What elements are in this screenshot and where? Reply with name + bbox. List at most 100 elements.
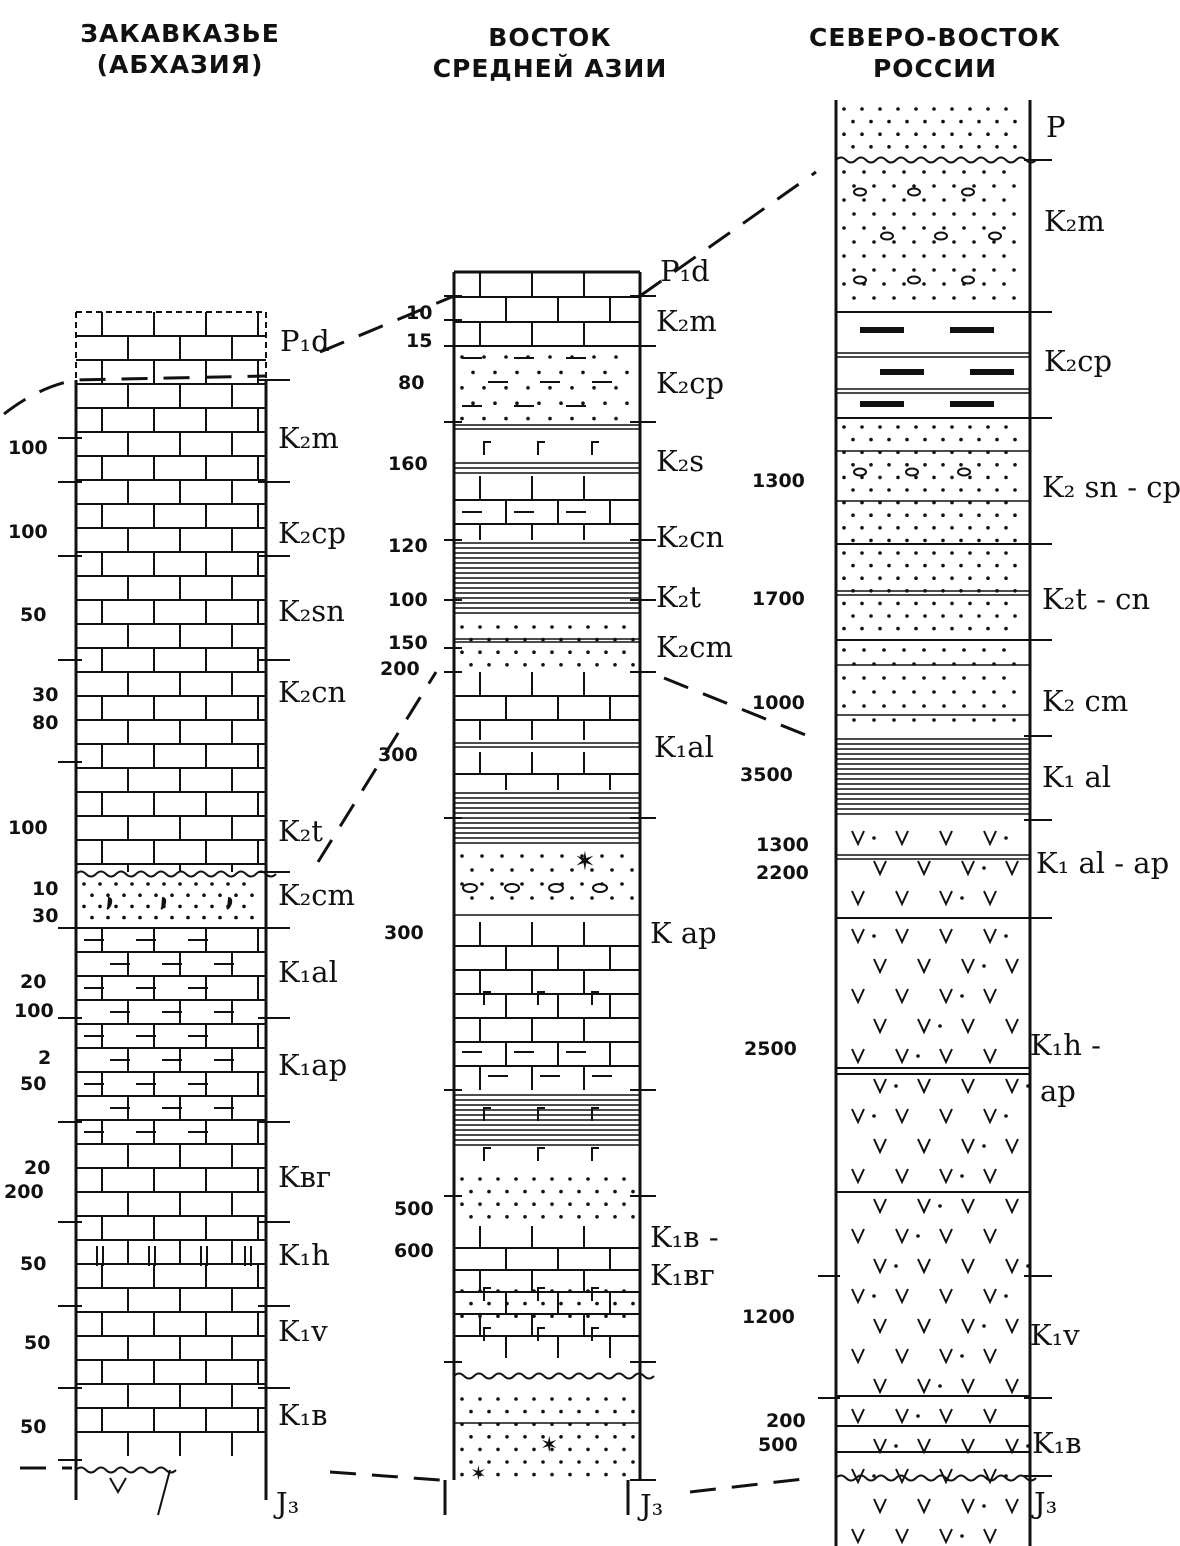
sand-dot [992, 212, 996, 216]
sand-dot [902, 676, 906, 680]
sand-dot [902, 648, 906, 652]
sand-dot [568, 1314, 572, 1318]
volcanic-mark [895, 1468, 909, 1485]
sand-dot [1012, 718, 1016, 722]
sand-dot [952, 212, 956, 216]
sand-dot [959, 513, 963, 517]
sand-dot [604, 625, 608, 629]
col2-thickness-label: 300 [378, 744, 418, 766]
col3-unit-label: K₂ sn - cp₁ [1042, 470, 1180, 504]
sand-dot [932, 601, 936, 606]
volcanic-mark [939, 1048, 953, 1065]
sand-dot [959, 538, 963, 543]
volcanic-mark [917, 1318, 931, 1335]
sand-dot [1012, 296, 1016, 300]
sand-dot [613, 1409, 617, 1414]
tuff-dot [982, 866, 986, 870]
sand-dot [603, 401, 607, 406]
volcanic-mark [851, 988, 865, 1005]
sand-dot [942, 704, 946, 708]
volcanic-mark [961, 1078, 975, 1095]
volcanic-mark [873, 1498, 887, 1515]
volcanic-mark [895, 1168, 909, 1185]
sand-dot [523, 1301, 527, 1306]
sand-dot [595, 1409, 599, 1414]
fossil-mark [226, 897, 233, 910]
volcanic-mark [961, 958, 975, 975]
sand-dot [860, 626, 864, 631]
correlation-line [319, 294, 455, 354]
sand-dot [577, 663, 581, 667]
volcanic-mark [939, 890, 953, 907]
correlation-line [639, 170, 817, 298]
sand-dot [912, 268, 916, 272]
sand-dot [932, 576, 936, 580]
sand-dot [972, 690, 976, 694]
sand-dot [218, 893, 222, 897]
sand-dot [914, 576, 918, 580]
sand-dot [950, 526, 954, 530]
sand-dot [923, 119, 927, 124]
volcanic-mark [1005, 1258, 1019, 1275]
sand-dot [162, 882, 166, 886]
sand-dot [202, 893, 206, 897]
volcanic-mark [895, 1408, 909, 1425]
sand-dot [941, 145, 945, 149]
sand-dot [942, 170, 946, 174]
sand-dot [860, 425, 864, 429]
sand-dot [1004, 475, 1008, 480]
sand-dot [550, 1397, 554, 1401]
volcanic-mark [873, 1198, 887, 1215]
sand-dot [577, 1460, 581, 1464]
sand-dot [1012, 212, 1016, 216]
sand-dot [852, 240, 856, 244]
sand-dot [613, 1301, 617, 1306]
sand-dot [586, 1397, 590, 1401]
sand-dot [487, 1189, 491, 1194]
sand-dot [977, 538, 981, 543]
sand-dot [595, 1189, 599, 1194]
tuff-dot [1004, 934, 1008, 938]
tuff-dot [916, 1234, 920, 1238]
volcanic-mark [939, 1168, 953, 1185]
sand-dot [1013, 614, 1017, 618]
sand-dot [568, 1177, 572, 1181]
sand-dot [541, 1301, 545, 1306]
sand-dot [530, 896, 534, 900]
sand-dot [622, 650, 626, 654]
sand-dot [995, 538, 999, 543]
col1-thickness-label: 100 [8, 817, 48, 839]
sand-dot [106, 915, 110, 920]
sand-dot [968, 601, 972, 606]
glauconite-mark [591, 441, 599, 455]
sand-dot [1012, 268, 1016, 272]
glauconite-mark [537, 1107, 545, 1121]
col3-unit-label: K₂m [1044, 204, 1105, 238]
sand-dot [986, 551, 990, 555]
glauconite-mark [537, 441, 545, 455]
sand-dot [478, 1472, 482, 1477]
sand-dot [872, 184, 876, 188]
sand-dot [912, 240, 916, 244]
sand-dot [202, 915, 206, 920]
sand-dot [905, 119, 909, 124]
volcanic-mark [1005, 860, 1019, 877]
sand-dot [952, 268, 956, 272]
sand-dot [869, 513, 873, 517]
coal-lens [970, 369, 1014, 375]
sand-dot [950, 626, 954, 631]
tuff-dot [894, 1264, 898, 1268]
volcanic-mark [873, 958, 887, 975]
volcanic-mark [895, 1528, 909, 1545]
sand-dot [460, 1447, 464, 1452]
sand-dot [950, 601, 954, 606]
col1-unit-label: K₂cp [278, 516, 347, 550]
col1-thickness-label: 50 [20, 1073, 47, 1095]
sand-dot [1002, 704, 1006, 708]
sand-dot [1012, 240, 1016, 244]
sand-dot [146, 904, 150, 909]
tuff-dot [1004, 1114, 1008, 1118]
sand-dot [851, 488, 855, 492]
sand-dot [613, 1460, 617, 1464]
volcanic-mark [983, 1048, 997, 1065]
